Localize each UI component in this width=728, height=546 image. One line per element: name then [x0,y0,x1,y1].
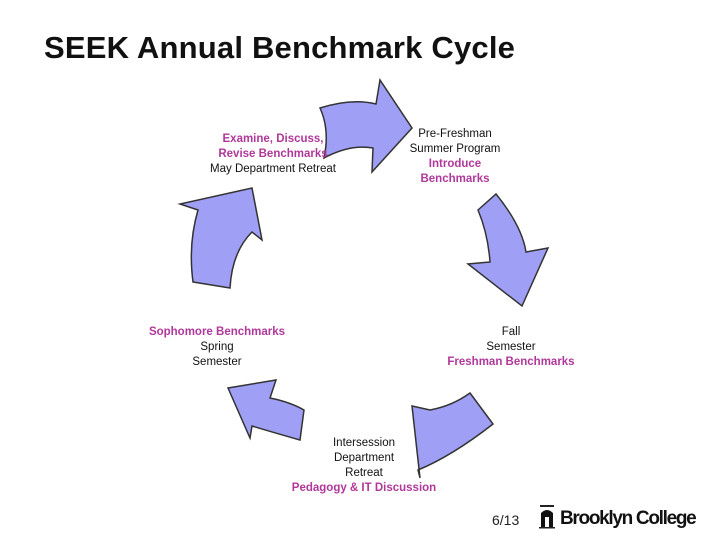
stage-highlight-line: Revise Benchmarks [218,148,328,160]
cycle-arrow-top [318,78,413,175]
stage-highlight-line: Introduce [428,158,482,170]
stage-text-line: Spring [200,341,234,353]
stage-text-line: Summer Program [409,143,501,155]
cycle-arrow-lower-left [226,379,305,441]
page-number: 6/13 [492,512,520,528]
stage-label-may-retreat: Examine, Discuss, Revise Benchmarks May … [200,132,346,177]
slide-title: SEEK Annual Benchmark Cycle [44,30,516,65]
stage-label-fall: Fall Semester Freshman Benchmarks [440,325,582,370]
cycle-arrow-lower-right [411,391,495,479]
stage-text-line: Department [333,452,395,464]
stage-text-line: Semester [486,341,536,353]
stage-highlight-line: Sophomore Benchmarks [148,326,286,338]
stage-text-line: Retreat [345,467,383,479]
stage-highlight-line: Freshman Benchmarks [447,356,575,368]
stage-text-line: May Department Retreat [210,163,336,175]
stage-highlight-line: Pedagogy & IT Discussion [291,482,437,494]
cycle-arrow-right [466,192,550,308]
stage-label-pre-freshman: Pre-Freshman Summer Program Introduce Be… [398,127,512,187]
stage-text-line: Semester [192,356,242,368]
college-seal-icon [539,505,555,529]
stage-label-intersession: Intersession Department Retreat Pedagogy… [280,436,448,496]
stage-label-sophomore: Sophomore Benchmarks Spring Semester [140,325,294,370]
stage-highlight-line: Examine, Discuss, [222,133,324,145]
stage-highlight-line: Benchmarks [420,173,490,185]
stage-text-line: Intersession [332,437,395,449]
cycle-arrow-left [177,187,264,289]
stage-text-line: Pre-Freshman [418,128,492,140]
stage-text-line: Fall [501,326,521,338]
college-logo-text: Brooklyn College [560,508,697,529]
